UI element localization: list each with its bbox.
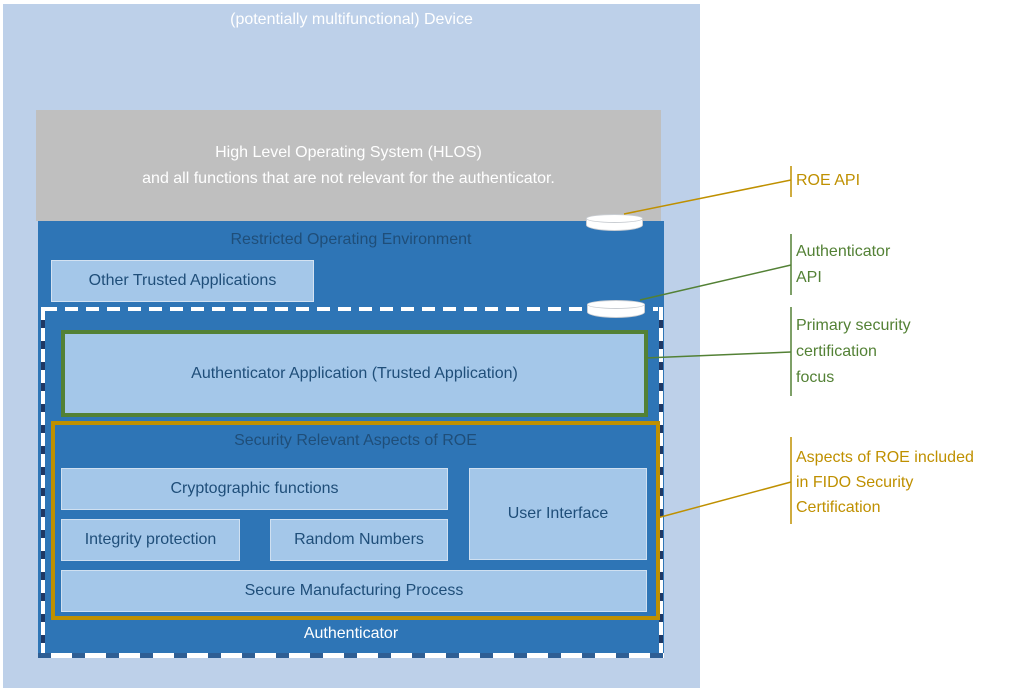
roe-box: Restricted Operating Environment Other T… — [38, 221, 664, 658]
aspects-of-roe-callout-line: in FIDO Security — [796, 474, 914, 491]
aspects-of-roe-callout-line: Aspects of ROE included — [796, 449, 974, 466]
other-trusted-applications-label: Other Trusted Applications — [88, 272, 277, 289]
integrity-protection-box: Integrity protection — [61, 519, 240, 561]
roe-api-callout: ROE API — [796, 168, 860, 194]
secure-manufacturing-process-label: Secure Manufacturing Process — [244, 582, 464, 599]
authenticator-boundary-dash-left — [41, 307, 45, 657]
security-relevant-aspects-title: Security Relevant Aspects of ROE — [234, 432, 477, 449]
secure-manufacturing-process-box: Secure Manufacturing Process — [61, 570, 647, 612]
user-interface-label: User Interface — [507, 505, 609, 522]
other-trusted-applications-box: Other Trusted Applications — [51, 260, 314, 302]
user-interface-box: User Interface — [469, 468, 647, 560]
device-title: (potentially multifunctional) Device — [230, 11, 473, 28]
aspects-of-roe-callout: Aspects of ROE included in FIDO Security… — [796, 445, 974, 520]
random-numbers-label: Random Numbers — [294, 531, 424, 548]
primary-focus-callout-line: Primary security — [796, 317, 911, 334]
device-box: (potentially multifunctional) Device Hig… — [3, 4, 700, 688]
roe-api-connector-icon — [586, 214, 643, 231]
authenticator-boundary-dash-bottom — [38, 653, 664, 658]
authenticator-api-connector-icon — [587, 300, 645, 318]
authenticator-api-callout: Authenticator API — [796, 239, 890, 291]
authenticator-api-callout-line: API — [796, 269, 822, 286]
roe-api-callout-line: ROE API — [796, 172, 861, 189]
primary-focus-callout-line: certification — [796, 343, 877, 360]
cryptographic-functions-box: Cryptographic functions — [61, 468, 448, 510]
authenticator-region-label: Authenticator — [303, 625, 399, 642]
authenticator-boundary-dash-top — [44, 307, 658, 311]
authenticator-application-box: Authenticator Application (Trusted Appli… — [61, 330, 648, 417]
integrity-protection-label: Integrity protection — [84, 531, 217, 548]
authenticator-application-label: Authenticator Application (Trusted Appli… — [191, 364, 518, 382]
random-numbers-box: Random Numbers — [270, 519, 448, 561]
cryptographic-functions-label: Cryptographic functions — [170, 480, 339, 497]
aspects-of-roe-callout-line: Certification — [796, 499, 881, 516]
roe-title: Restricted Operating Environment — [230, 231, 472, 248]
primary-focus-callout: Primary security certification focus — [796, 313, 911, 391]
security-relevant-aspects-box: Security Relevant Aspects of ROE Cryptog… — [51, 421, 660, 620]
hlos-line2: and all functions that are not relevant … — [142, 169, 555, 187]
authenticator-api-callout-line: Authenticator — [796, 243, 891, 260]
hlos-box: High Level Operating System (HLOS) and a… — [36, 110, 661, 221]
hlos-line1: High Level Operating System (HLOS) — [215, 143, 482, 161]
primary-focus-callout-line: focus — [796, 369, 835, 386]
